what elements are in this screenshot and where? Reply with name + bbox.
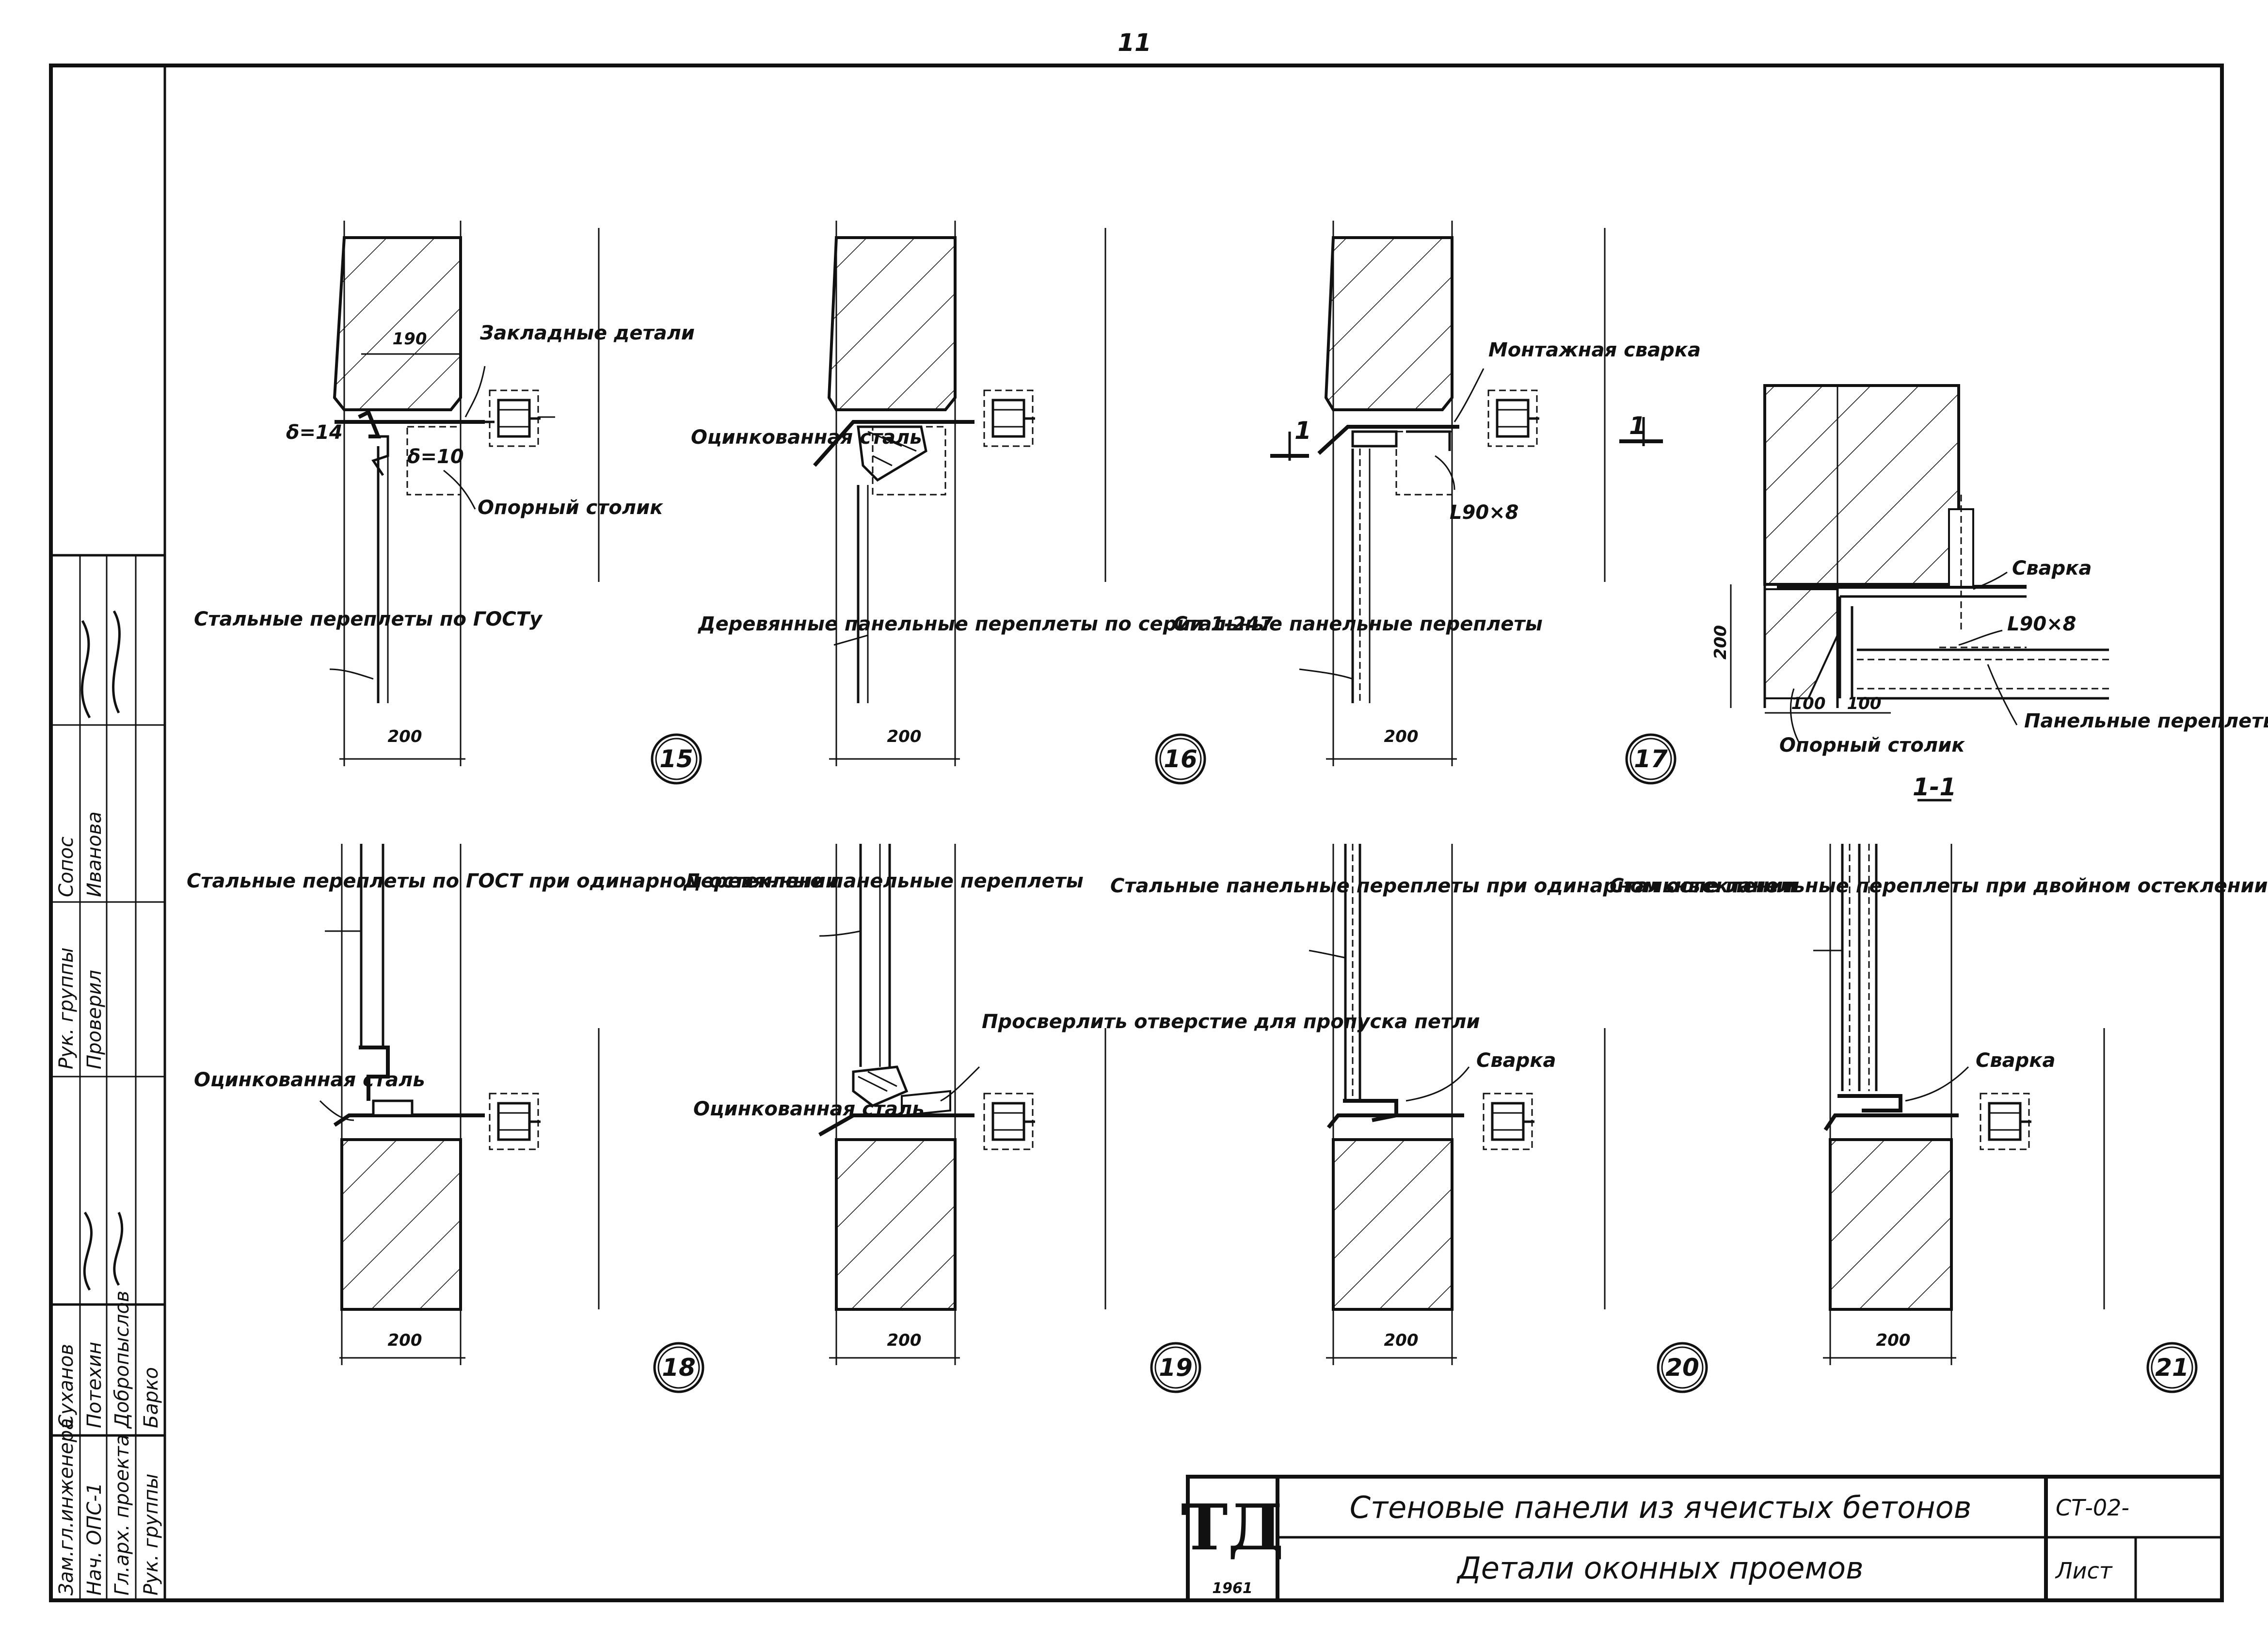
signature-stamp: Зам.гл.инженера Нач. ОПС-1 Гл.арх. проек… bbox=[55, 610, 162, 1595]
d15-label-support: Опорный столик bbox=[478, 497, 663, 519]
d18-number: 18 bbox=[662, 1353, 696, 1382]
s11-label-support: Опорный столик bbox=[1779, 734, 1965, 757]
detail-18: 200 18 Стальные переплеты по ГОСТ при од… bbox=[187, 844, 839, 1393]
stamp-role-2: Нач. ОПС-1 bbox=[83, 1482, 106, 1595]
d17-section-mark-left: 1 bbox=[1294, 417, 1311, 445]
d18-label-galvanized: Оцинкованная сталь bbox=[194, 1069, 425, 1091]
d17-number: 17 bbox=[1634, 745, 1668, 773]
d20-label-weld: Сварка bbox=[1476, 1049, 1556, 1072]
stamp-upper-name-1: Иванова bbox=[83, 811, 106, 897]
detail-20: 200 20 Стальные панельные переплеты при … bbox=[1110, 844, 1797, 1393]
title-block-code: СТ-02- bbox=[2056, 1495, 2129, 1521]
s11-dimension-b: 100 bbox=[1847, 694, 1882, 713]
d17-label-weld: Монтажная сварка bbox=[1488, 339, 1701, 361]
signature-marks bbox=[80, 610, 124, 1291]
d17-section-mark-right: 1 bbox=[1629, 412, 1646, 440]
s11-label-angle: L90×8 bbox=[2007, 613, 2076, 635]
s11-label-weld: Сварка bbox=[2012, 557, 2092, 580]
d16-label-wood-frames: Деревянные панельные переплеты по серии … bbox=[697, 613, 1273, 635]
d17-label-steel-panel: Стальные панельные переплеты bbox=[1173, 613, 1543, 635]
page-number: 11 bbox=[1118, 29, 1151, 57]
s11-dimension-vertical: 200 bbox=[1711, 625, 1730, 660]
s11-dimension-a: 100 bbox=[1791, 694, 1826, 713]
d21-label-weld: Сварка bbox=[1976, 1049, 2055, 1072]
d15-label-steel-frames: Стальные переплеты по ГОСТу bbox=[194, 608, 543, 630]
d15-label-embedded-parts: Закладные детали bbox=[479, 322, 695, 344]
stamp-name-4: Барко bbox=[140, 1367, 162, 1428]
d21-dimension: 200 bbox=[1876, 1331, 1911, 1350]
section-1-1: 200 100 100 1-1 Сварка L90×8 Панельные п… bbox=[1711, 384, 2268, 802]
d20-number: 20 bbox=[1665, 1353, 1699, 1382]
title-block-subtitle: Детали оконных проемов bbox=[1456, 1550, 1863, 1586]
d15-label-delta14: δ=14 bbox=[286, 421, 343, 444]
s11-label-panel-frames: Панельные переплеты bbox=[2024, 710, 2268, 732]
title-block-title: Стеновые панели из ячеистых бетонов bbox=[1350, 1490, 1972, 1525]
d21-label-steel-double: Стальные панельные переплеты при двойном… bbox=[1610, 875, 2268, 897]
d19-dimension: 200 bbox=[887, 1331, 922, 1350]
detail-15: 200 190 15 Закладные детали δ=14 δ=10 Оп… bbox=[194, 221, 702, 785]
detail-17: 1 1 200 17 Монтажная сварка L90×8 Стальн… bbox=[1173, 221, 1701, 785]
title-block-sheet-label: Лист bbox=[2055, 1558, 2113, 1584]
d19-label-galvanized: Оцинкованная сталь bbox=[693, 1098, 925, 1120]
s11-title: 1-1 bbox=[1913, 773, 1956, 801]
detail-16: 200 16 Оцинкованная сталь Деревянные пан… bbox=[691, 221, 1273, 785]
d18-dimension: 200 bbox=[388, 1331, 422, 1350]
sheet-frame bbox=[49, 64, 2224, 1602]
d19-label-drill: Просверлить отверстие для пропуска петли bbox=[982, 1011, 1480, 1033]
stamp-upper-role-1: Рук. группы bbox=[55, 948, 78, 1069]
d19-number: 19 bbox=[1159, 1353, 1193, 1382]
title-block: ТД 1961 Стеновые панели из ячеистых бето… bbox=[1181, 1475, 2224, 1602]
detail-21: 200 21 Стальные панельные переплеты при … bbox=[1610, 844, 2268, 1393]
title-block-year: 1961 bbox=[1212, 1580, 1253, 1597]
d15-dimension-top: 190 bbox=[393, 329, 427, 349]
d19-label-wood-frames: Деревянные панельные переплеты bbox=[683, 870, 1084, 892]
stamp-role-4: Рук. группы bbox=[140, 1474, 162, 1595]
d17-dimension: 200 bbox=[1384, 727, 1419, 746]
d16-number: 16 bbox=[1164, 745, 1198, 773]
stamp-upper-role-3: Сопос bbox=[55, 837, 78, 897]
d21-number: 21 bbox=[2155, 1353, 2189, 1382]
d15-number: 15 bbox=[659, 745, 693, 773]
detail-19: 200 19 Деревянные панельные переплеты Пр… bbox=[683, 844, 1480, 1393]
stamp-role-1: Зам.гл.инженера bbox=[55, 1418, 78, 1595]
stamp-role-3: Гл.арх. проекта bbox=[111, 1434, 133, 1595]
d20-dimension: 200 bbox=[1384, 1331, 1419, 1350]
d16-label-galvanized: Оцинкованная сталь bbox=[691, 426, 922, 449]
stamp-name-2: Потехин bbox=[83, 1342, 106, 1428]
title-block-logo: ТД bbox=[1181, 1490, 1284, 1564]
stamp-name-3: Добропыслов bbox=[111, 1290, 133, 1429]
d15-label-delta10: δ=10 bbox=[407, 446, 464, 468]
d20-label-steel-single: Стальные панельные переплеты при одинарн… bbox=[1110, 875, 1797, 897]
d15-dimension: 200 bbox=[388, 727, 422, 746]
d17-label-angle: L90×8 bbox=[1450, 501, 1519, 524]
d16-dimension: 200 bbox=[887, 727, 922, 746]
stamp-name-1: Суханов bbox=[55, 1344, 78, 1428]
stamp-upper-role-2: Проверил bbox=[83, 970, 106, 1069]
d18-label-steel-frames: Стальные переплеты по ГОСТ при одинарном… bbox=[187, 870, 839, 892]
